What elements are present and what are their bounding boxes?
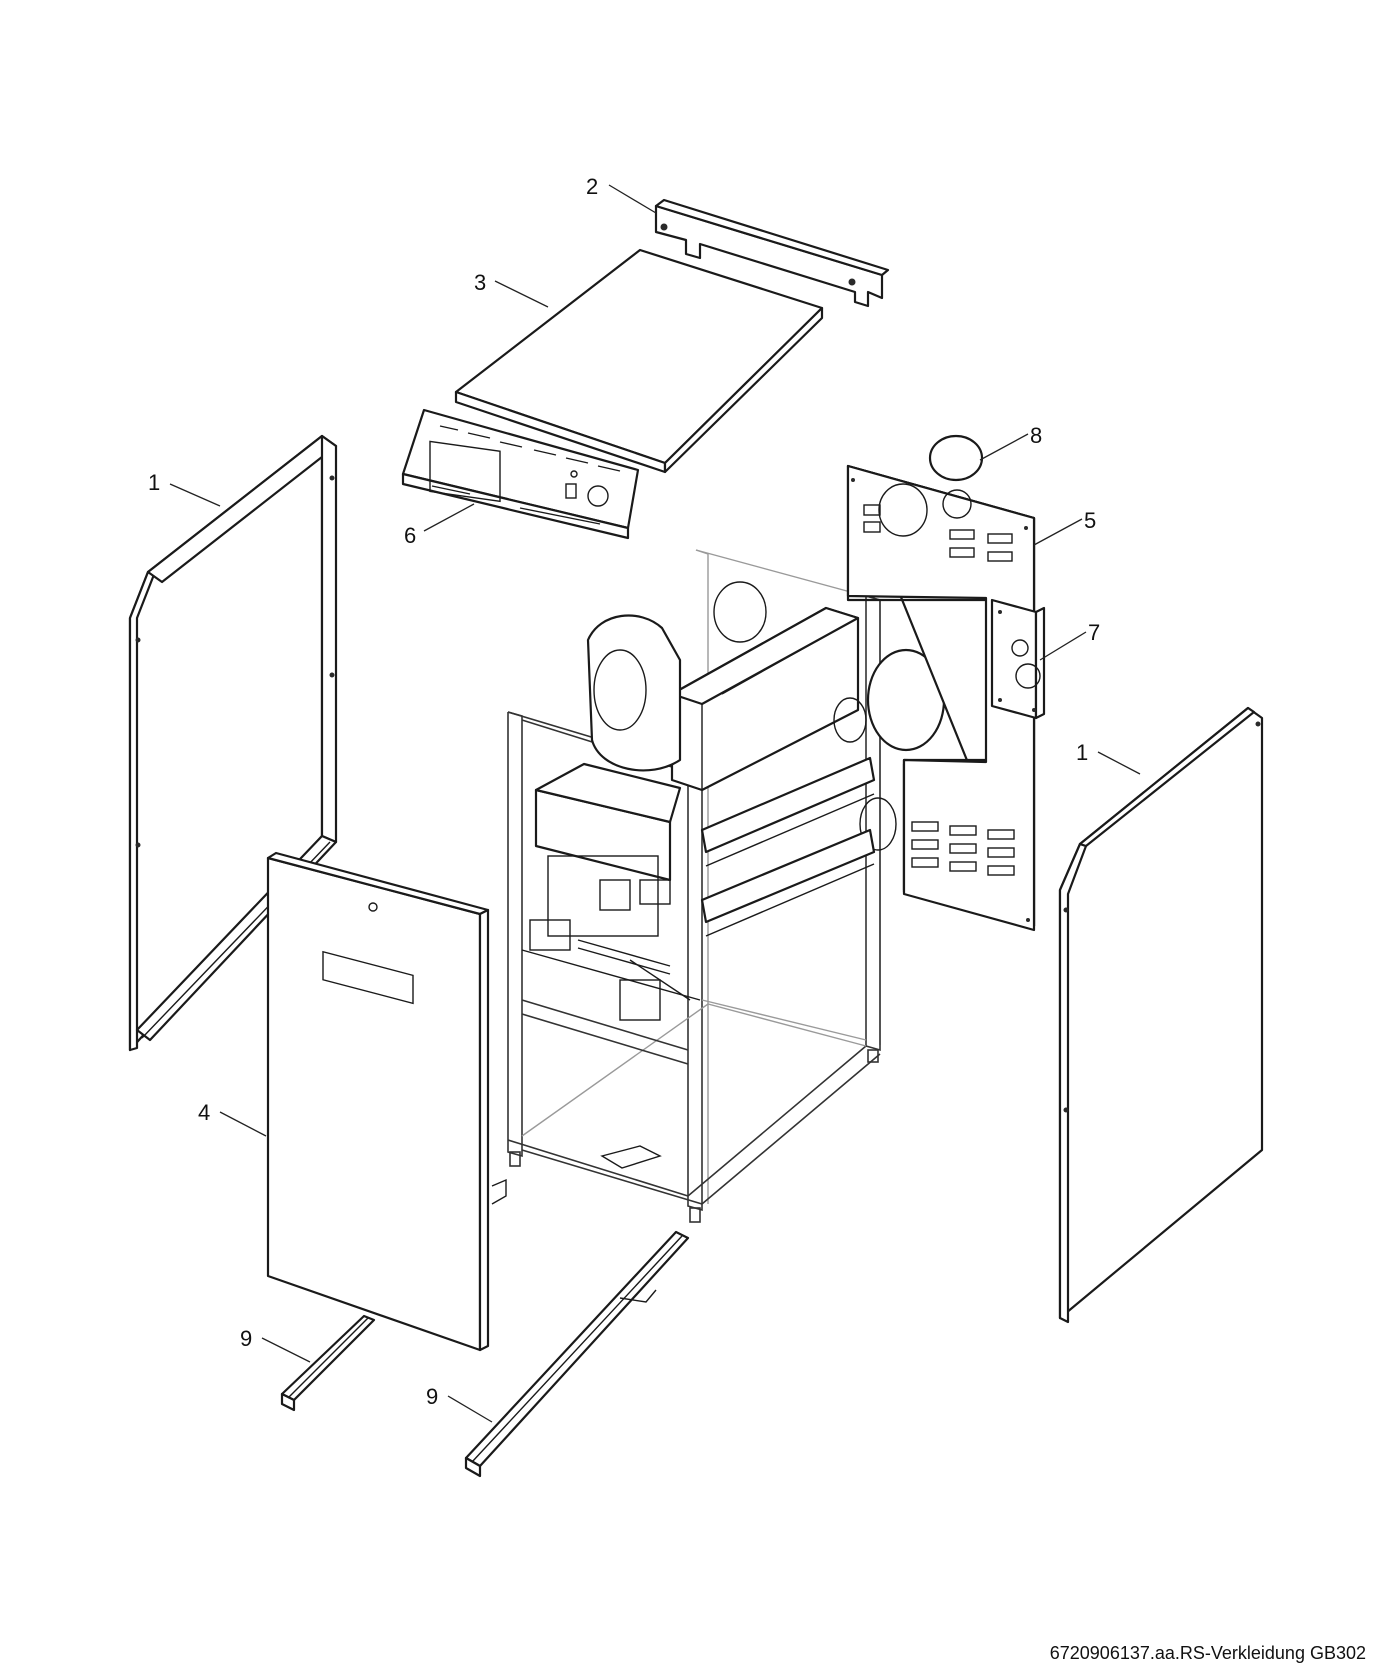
- part-control-fascia: [401, 408, 640, 540]
- boiler-chassis: [507, 549, 946, 1223]
- part-side-panel-left: [128, 434, 338, 1052]
- drawing-reference-caption: 6720906137.aa.RS-Verkleidung GB302: [1049, 1643, 1366, 1663]
- leader-7: [1039, 631, 1087, 661]
- leader-4: [219, 1111, 267, 1137]
- part-top-cover: [454, 248, 824, 474]
- leader-3: [494, 280, 549, 308]
- callout-6: 6: [404, 523, 416, 548]
- callout-1-right: 1: [1076, 740, 1088, 765]
- leader-8: [979, 433, 1029, 461]
- callout-2: 2: [586, 174, 598, 199]
- callout-8: 8: [1030, 423, 1042, 448]
- part-rear-panel: [846, 464, 1036, 932]
- leader-5: [1033, 518, 1083, 546]
- callout-4: 4: [198, 1100, 210, 1125]
- leader-9-right: [447, 1395, 493, 1423]
- leader-lines: [169, 184, 1141, 1423]
- callout-9-left: 9: [240, 1326, 252, 1351]
- callout-7: 7: [1088, 620, 1100, 645]
- fascia-slots: [439, 425, 621, 472]
- part-round-cover: [928, 434, 984, 482]
- callout-labels: 2 3 8 1 5 6 7 1 4 9 9: [148, 174, 1100, 1409]
- leader-1-left: [169, 483, 221, 507]
- leader-6: [423, 503, 475, 532]
- part-connection-plate: [990, 598, 1046, 720]
- part-base-rail-right: [464, 1230, 690, 1478]
- callout-3: 3: [474, 270, 486, 295]
- part-front-door-panel: [266, 851, 507, 1352]
- rear-panel-vents: [863, 504, 1015, 876]
- callout-5: 5: [1084, 508, 1096, 533]
- callout-9-right: 9: [426, 1384, 438, 1409]
- part-top-rear-bracket: [654, 198, 890, 308]
- leader-9-left: [261, 1337, 311, 1363]
- part-base-rail-left: [280, 1314, 376, 1412]
- callout-1-left: 1: [148, 470, 160, 495]
- leader-2: [608, 184, 657, 214]
- part-side-panel-right: [1058, 706, 1264, 1324]
- leader-1-right: [1097, 751, 1141, 775]
